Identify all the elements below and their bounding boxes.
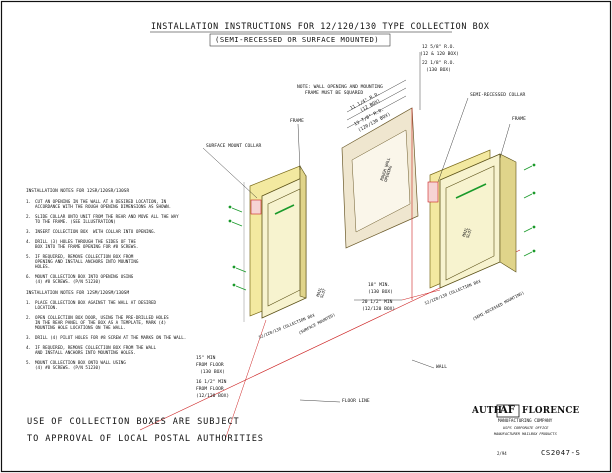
- logo-right-text: FLORENCE: [522, 406, 580, 416]
- label-dim-2218: 22 1/8" R.O.: [422, 61, 456, 66]
- logo-left-text: AUTH: [472, 406, 503, 416]
- notes-surface-item: 3.DRILL (4) PILOT HOLES FOR #8 SCREW AT …: [26, 335, 187, 341]
- logo-sub-1: MANUFACTURING COMPANY: [498, 419, 553, 424]
- label-dim-1612-2: FROM FLOOR: [196, 387, 224, 392]
- recessed-screw-heads: [532, 163, 536, 253]
- page-subtitle: (SEMI-RECESSED OR SURFACE MOUNTED): [215, 35, 380, 44]
- notes-surface-list: 1.PLACE COLLECTION BOX AGAINST THE WALL …: [26, 300, 246, 375]
- label-dim-15-3: (130 BOX): [200, 370, 225, 375]
- recessed-slot: [455, 183, 487, 199]
- notes-surface-item: 5.MOUNT COLLECTION BOX ONTO WALL USING (…: [26, 359, 126, 371]
- label-dim-18-sub: (130 BOX): [368, 290, 393, 295]
- notes-recessed-item: 6.MOUNT COLLECTION BOX INTO OPENING USIN…: [26, 273, 134, 285]
- leader-frame-left: [297, 123, 301, 171]
- logo-sub-2: USPS CORPORATE OFFICE: [503, 426, 549, 430]
- label-dim-18: 18" MIN.: [368, 283, 391, 288]
- logo-mark: AF: [500, 405, 515, 416]
- label-floor-line: FLOOR LINE: [342, 399, 370, 404]
- ro-dim-lines: [346, 79, 407, 129]
- notes-recessed-item: 2.SLIDE COLLAR ONTO UNIT FROM THE REAR A…: [26, 213, 179, 225]
- subtitle-box: [209, 33, 391, 47]
- logo-mark-graphic: [496, 404, 520, 418]
- label-wall-note-2: FRAME MUST BE SQUARED: [305, 91, 364, 96]
- surface-box-side: [299, 164, 307, 299]
- surface-screw-heads: [228, 205, 236, 287]
- notes-surface-heading: INSTALLATION NOTES FOR 12SM/120SM/130SM: [26, 291, 130, 296]
- notes-recessed-list: 1.CUT AN OPENING IN THE WALL AT A DESIRE…: [26, 199, 222, 289]
- page-title: INSTALLATION INSTRUCTIONS FOR 12/120/130…: [151, 21, 490, 31]
- notes-recessed-heading: INSTALLATION NOTES FOR 12SR/120SR/130SR: [26, 189, 130, 194]
- label-dim-1612-3: (12/120 BOX): [196, 394, 230, 399]
- recessed-screws: [523, 165, 533, 257]
- label-dim-2012-sub: (12/120 BOX): [362, 307, 396, 312]
- footer-line-2: TO APPROVAL OF LOCAL POSTAL AUTHORITIES: [27, 434, 264, 444]
- notes-surface-item: 2.OPEN COLLECTION BOX DOOR, USING THE PR…: [26, 314, 169, 331]
- notes-surface-item: 4.IF REQUIRED, REMOVE COLLECTION BOX FRO…: [26, 344, 157, 356]
- label-dim-1258-sub: (12 & 120 BOX): [420, 52, 459, 57]
- notes-surface-item: 1.PLACE COLLECTION BOX AGAINST THE WALL …: [26, 300, 157, 311]
- label-wall-note-1: NOTE: WALL OPENING AND MOUNTING: [297, 85, 383, 90]
- notes-recessed-item: 4.DRILL (3) HOLES THROUGH THE SIDES OF T…: [26, 238, 139, 249]
- surface-door: [267, 188, 301, 307]
- wall-opening: [351, 129, 411, 233]
- label-dim-2218-sub: (130 BOX): [426, 68, 451, 73]
- leader-frame-right: [499, 123, 511, 159]
- leader-surface-collar: [202, 147, 258, 199]
- dim-18-leader: [401, 289, 441, 301]
- notes-recessed-item: 3.INSERT COLLECTION BOX WITH COLLAR INTO…: [26, 228, 157, 234]
- notes-recessed-item: 1.CUT AN OPENING IN THE WALL AT A DESIRE…: [26, 199, 172, 210]
- notes-recessed-item: 5.IF REQUIRED, REMOVE COLLECTION BOX FRO…: [26, 253, 139, 270]
- semi-recessed-box: [354, 97, 536, 301]
- surface-screws: [231, 207, 247, 291]
- logo-sub-3: MANUFACTURER MAILBOX PRODUCTS: [494, 432, 557, 436]
- label-dim-15-2: FROM FLOOR: [196, 363, 224, 368]
- recessed-door: [445, 165, 495, 281]
- footer-line-1: USE OF COLLECTION BOXES ARE SUBJECT: [27, 417, 240, 427]
- surface-slot: [274, 204, 295, 215]
- leader-semi-collar: [437, 97, 469, 183]
- doc-date: 2/94: [497, 451, 507, 456]
- label-surface-mount-collar: SURFACE MOUNT COLLAR: [206, 144, 262, 149]
- label-wall: WALL: [436, 365, 448, 370]
- label-frame-left: FRAME: [290, 119, 304, 124]
- recessed-collar-clip: [427, 181, 439, 203]
- label-dim-2012: 20 1/2" MIN: [362, 300, 393, 305]
- surface-collar-clip: [250, 199, 262, 215]
- label-dim-1258: 12 5/8" R.O.: [422, 45, 456, 50]
- surface-box-front: [261, 175, 307, 319]
- doc-number: CS2047-S: [541, 448, 581, 457]
- label-dim-1612-1: 16 1/2" MIN: [196, 380, 227, 385]
- label-semi-recessed-collar: SEMI-RECESSED COLLAR: [470, 93, 526, 98]
- leader-floor: [299, 399, 341, 403]
- label-dim-15-1: 15" MIN: [196, 356, 216, 361]
- surface-mount-box: [139, 123, 521, 441]
- label-frame-right: FRAME: [512, 117, 526, 122]
- recessed-box-side: [499, 153, 517, 273]
- wall-panel: [341, 52, 421, 300]
- leader-wall: [411, 359, 435, 369]
